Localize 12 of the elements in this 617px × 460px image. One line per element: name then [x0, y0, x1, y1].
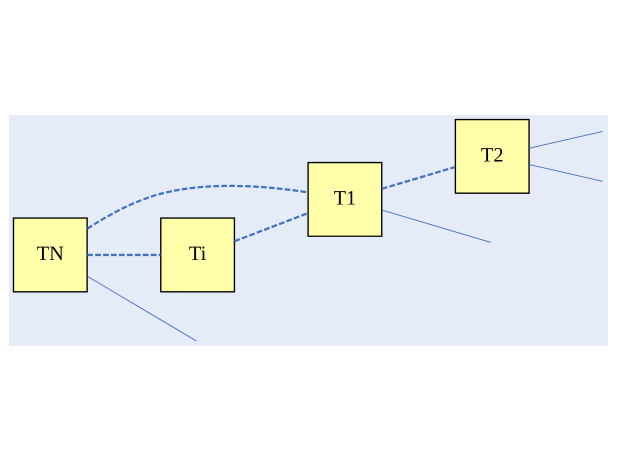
- node-box: T2: [454, 118, 530, 194]
- connector: [528, 164, 604, 182]
- node-box: Ti: [160, 216, 236, 292]
- connector: [234, 212, 308, 242]
- connector: [382, 165, 456, 190]
- connector: [86, 275, 197, 341]
- node-box: T1: [307, 161, 382, 236]
- connector: [381, 209, 492, 242]
- connector: [87, 253, 161, 256]
- connector: [86, 184, 308, 230]
- connector: [528, 130, 604, 148]
- node-box: TN: [12, 216, 88, 292]
